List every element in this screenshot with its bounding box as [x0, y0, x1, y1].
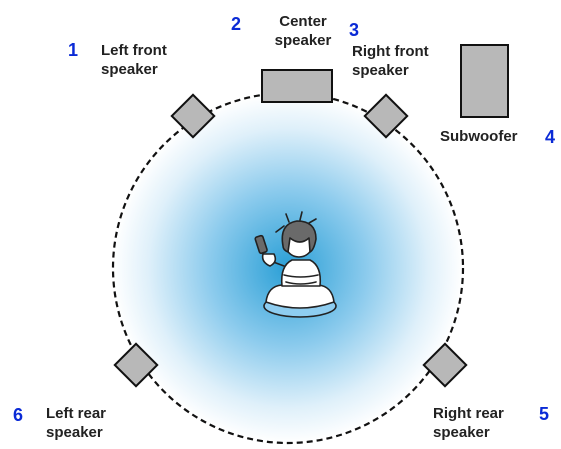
- right-front-speaker-label: Right front speaker: [352, 43, 429, 79]
- right-rear-speaker-number: 5: [539, 404, 550, 424]
- right-rear-speaker-box: [422, 342, 468, 388]
- subwoofer-box: [460, 44, 509, 118]
- center-speaker-box: [261, 69, 333, 103]
- left-front-speaker-number: 1: [68, 40, 79, 60]
- left-rear-speaker-box: [113, 342, 159, 388]
- left-front-speaker-label: Left front speaker: [101, 42, 167, 78]
- subwoofer-label: Subwoofer: [440, 128, 518, 145]
- left-rear-speaker-number: 6: [13, 405, 24, 425]
- subwoofer-number: 4: [545, 127, 556, 147]
- center-speaker-label: Center speaker: [274, 13, 332, 49]
- left-rear-speaker-label: Left rear speaker: [46, 405, 107, 441]
- right-front-speaker-box: [363, 93, 409, 139]
- person-on-cushion-holding-remote-icon: [254, 211, 337, 318]
- right-rear-speaker-label: Right rear speaker: [433, 405, 504, 441]
- right-front-speaker-number: 3: [349, 20, 360, 40]
- center-speaker-number: 2: [231, 14, 242, 34]
- left-front-speaker-box: [170, 93, 216, 139]
